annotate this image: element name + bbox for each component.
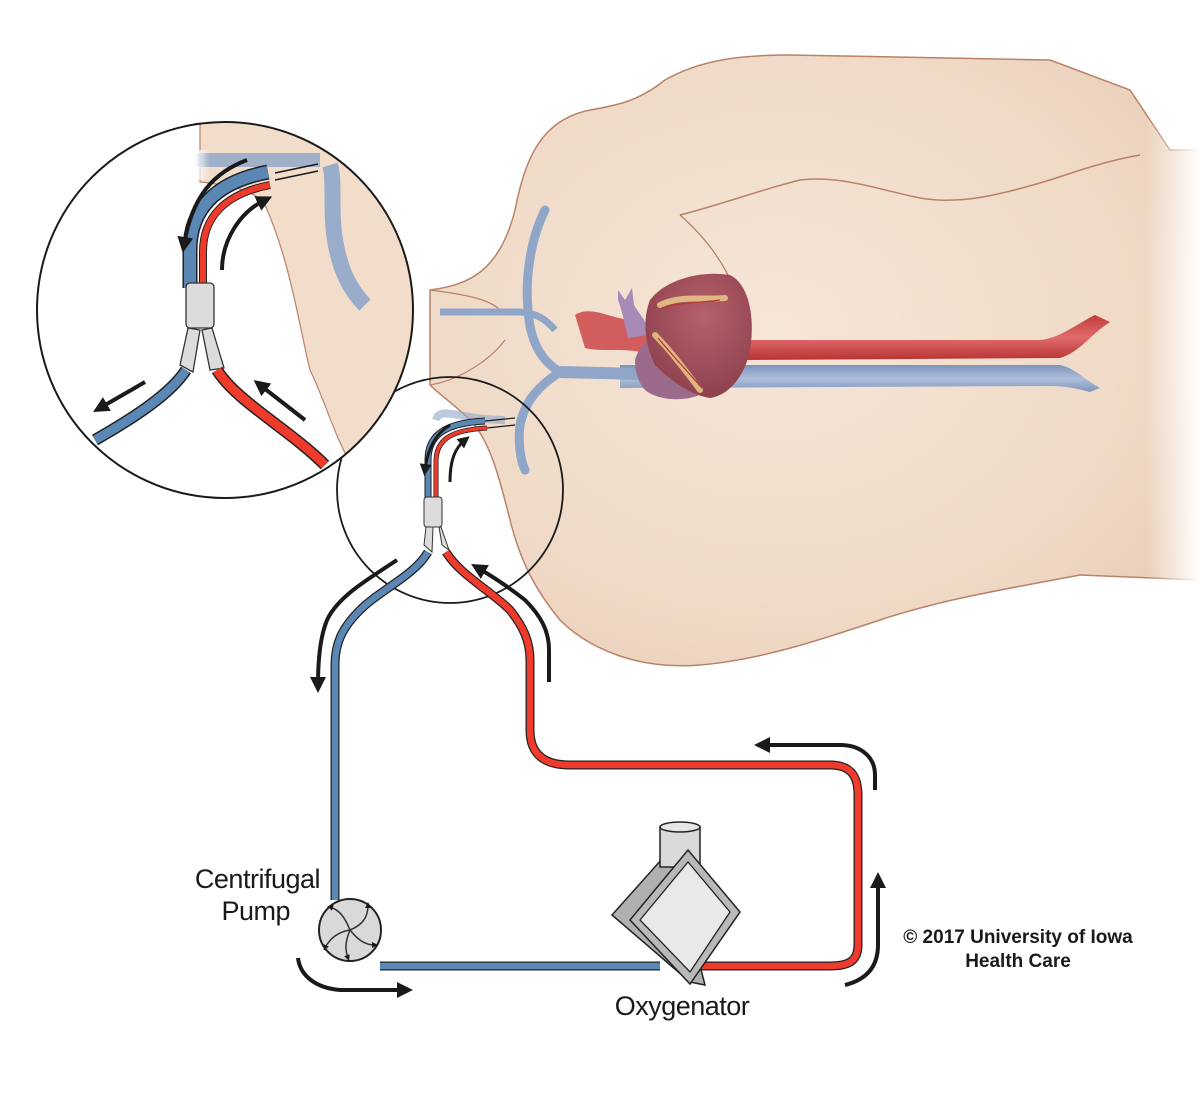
- flow-arrow-site-in: [448, 436, 470, 483]
- inset-border: [36, 121, 414, 499]
- circuit-tubing: [330, 549, 863, 971]
- inset-cannula-red: [200, 182, 271, 288]
- flow-arrow-arterial-up: [471, 563, 551, 682]
- inset-arrow-arterial-in: [220, 196, 273, 271]
- arm-contour: [429, 289, 506, 386]
- oxygenator: Oxygenator: [610, 821, 750, 1021]
- flow-arrow-venous-down: [310, 558, 399, 693]
- svc-branch: [559, 366, 641, 380]
- flow-arrow-return-top: [754, 737, 877, 790]
- pump-label-line2: Pump: [221, 896, 290, 926]
- inset-y-connector: [185, 282, 215, 329]
- flow-arrows: [296, 558, 886, 998]
- inset-arrow-venous-out: [177, 158, 248, 253]
- pump-impeller-icon: [323, 902, 378, 961]
- copyright-line1: © 2017 University of Iowa: [903, 927, 1133, 948]
- copyright: © 2017 University of Iowa Health Care: [903, 927, 1133, 972]
- inset-y-connector-branches: [179, 327, 225, 374]
- y-connector-small: [423, 496, 443, 528]
- venous-line: [331, 550, 431, 900]
- flow-arrow-site-out: [419, 423, 451, 476]
- arterial-line: [443, 550, 862, 970]
- magnified-inset: [36, 121, 414, 499]
- coronary-artery: [657, 299, 721, 389]
- inset-arrow-venous-branch: [93, 380, 147, 413]
- pump-label-line1: Centrifugal: [195, 864, 320, 894]
- great-vessels: [440, 205, 1110, 475]
- oxygenator-label: Oxygenator: [615, 991, 750, 1021]
- cannula-site: [336, 376, 564, 604]
- heart-main: [645, 273, 752, 398]
- innominate-vein: [514, 367, 565, 475]
- patient-torso: [429, 40, 1200, 667]
- oxygenator-membrane: [639, 860, 731, 974]
- inset-arterial-branch: [213, 367, 329, 469]
- inset-vein: [322, 162, 371, 311]
- pulmonary-vessel: [618, 288, 649, 338]
- subclavian-vein: [440, 308, 558, 333]
- cannula-site-circle: [336, 376, 564, 604]
- flow-arrow-pump-out: [296, 957, 413, 998]
- inset-venous-branch: [92, 367, 190, 444]
- flow-arrow-oxygenator-out: [844, 872, 886, 987]
- centrifugal-pump: Centrifugal Pump: [195, 864, 382, 962]
- heart: [575, 273, 752, 400]
- inset-arrow-arterial-branch: [253, 380, 307, 422]
- copyright-line2: Health Care: [965, 951, 1071, 972]
- venous-line-outline: [330, 549, 432, 900]
- aortic-arch: [575, 311, 665, 352]
- aorta: [740, 315, 1110, 360]
